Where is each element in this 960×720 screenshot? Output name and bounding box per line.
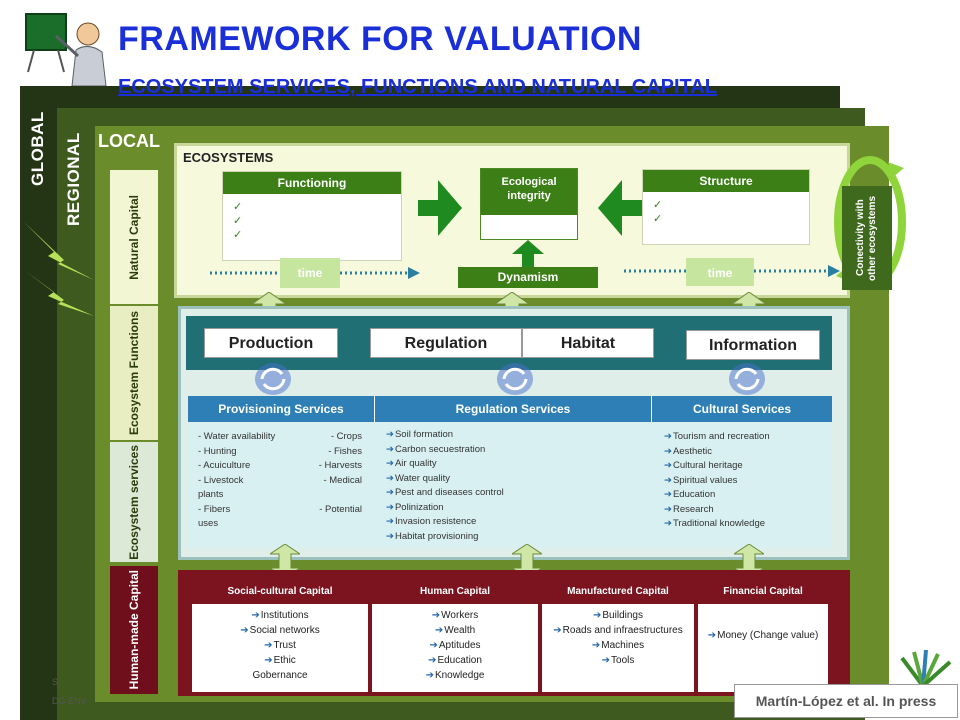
function-habitat: Habitat bbox=[522, 328, 654, 358]
list-item: ➔Invasion resistence bbox=[386, 516, 477, 527]
list-item: ➔Water quality bbox=[386, 472, 451, 484]
list-item: - Water availability- Crops bbox=[198, 431, 362, 442]
list-item: - Fibers- Potential bbox=[198, 503, 362, 515]
list-item: ➔Spiritual values bbox=[664, 474, 738, 486]
check-icon: ✓ bbox=[233, 229, 243, 241]
list-item: Gobernance bbox=[252, 670, 308, 681]
page-title: FRAMEWORK FOR VALUATION bbox=[118, 20, 642, 58]
list-item: ➔Tools bbox=[601, 655, 635, 666]
manufactured-capital-title: Manufactured Capital bbox=[542, 582, 694, 604]
dynamism-bar: Dynamism bbox=[458, 267, 598, 288]
list-item: ➔Knowledge bbox=[425, 670, 485, 681]
list-item: ➔Wealth bbox=[434, 625, 476, 636]
list-item: ➔Ethic bbox=[264, 655, 296, 666]
list-item: ➔Buildings bbox=[593, 610, 643, 621]
manufactured-capital-card: Manufactured Capital ➔Buildings ➔Roads a… bbox=[542, 582, 694, 692]
time-arrow-right bbox=[624, 265, 840, 277]
list-item: ➔Aptitudes bbox=[429, 640, 481, 651]
connectivity-label: Conectivity with other ecosystems bbox=[842, 186, 892, 290]
check-icon: ✓ bbox=[233, 201, 243, 213]
dynamism-up-arrow bbox=[512, 240, 544, 270]
cycle-icon bbox=[729, 363, 765, 395]
list-item: ➔Education bbox=[428, 655, 482, 666]
social-cultural-capital-card: Social-cultural Capital ➔Institutions ➔S… bbox=[192, 582, 368, 692]
provisioning-services-header: Provisioning Services bbox=[188, 396, 374, 422]
list-item: ➔Cultural heritage bbox=[664, 460, 743, 471]
list-item: ➔Carbon secuestration bbox=[386, 443, 486, 455]
row-label-ecosystem-functions: Ecosystem Functions bbox=[110, 306, 158, 440]
human-capital-title: Human Capital bbox=[372, 582, 538, 604]
cycle-icon bbox=[255, 363, 291, 395]
footer-source: DG ENV bbox=[52, 696, 87, 706]
function-regulation: Regulation bbox=[370, 328, 522, 358]
citation: Martín-López et al. In press bbox=[734, 684, 958, 718]
list-item: ➔Social networks bbox=[240, 625, 320, 636]
regulation-services-list: ➔Soil formation ➔Carbon secuestration ➔A… bbox=[374, 422, 652, 548]
ecological-integrity-card: Ecological integrity bbox=[480, 168, 578, 240]
global-label: GLOBAL bbox=[28, 111, 47, 186]
local-label: LOCAL bbox=[98, 131, 160, 151]
cultural-services-header: Cultural Services bbox=[652, 396, 832, 422]
provisioning-services-list: - Water availability- Crops - Hunting- F… bbox=[188, 422, 374, 548]
ecosystems-label: ECOSYSTEMS bbox=[183, 150, 274, 165]
human-capital-list: ➔Workers ➔Wealth ➔Aptitudes ➔Education ➔… bbox=[372, 604, 538, 692]
financial-capital-card: Financial Capital ➔Money (Change value) bbox=[698, 582, 828, 692]
time-label-left: time bbox=[280, 258, 340, 288]
financial-capital-title: Financial Capital bbox=[698, 582, 828, 604]
check-icon: ✓ bbox=[653, 199, 663, 211]
list-item: ➔Money (Change value) bbox=[707, 630, 819, 641]
manufactured-capital-list: ➔Buildings ➔Roads and infraestructures ➔… bbox=[542, 604, 694, 692]
list-item: ➔Polinization bbox=[386, 501, 444, 513]
list-item: ➔Pest and diseases control bbox=[386, 487, 504, 498]
check-icon: ✓ bbox=[653, 213, 663, 225]
footer-text: S bbox=[52, 677, 59, 687]
presenter-clipart bbox=[25, 13, 107, 87]
structure-card: Structure ✓ ✓ bbox=[642, 169, 810, 245]
list-item: ➔Aesthetic bbox=[664, 445, 713, 457]
page-subtitle: ECOSYSTEM SERVICES, FUNCTIONS AND NATURA… bbox=[118, 76, 717, 98]
list-item: ➔Institutions bbox=[251, 610, 309, 621]
row-label-ecosystem-services: Ecosystem services bbox=[110, 442, 158, 562]
list-item: ➔Education bbox=[664, 489, 716, 500]
double-arrow-services-capital bbox=[734, 544, 764, 578]
function-production: Production bbox=[204, 328, 338, 358]
double-arrow-services-capital bbox=[512, 544, 542, 578]
regulation-services-header: Regulation Services bbox=[374, 396, 652, 422]
social-cultural-capital-title: Social-cultural Capital bbox=[192, 582, 368, 604]
cultural-services-list: ➔Tourism and recreation ➔Aesthetic ➔Cult… bbox=[652, 422, 832, 548]
ecological-integrity-title: Ecological integrity bbox=[481, 169, 577, 215]
check-icon: ✓ bbox=[233, 215, 243, 227]
list-item: ➔Trust bbox=[264, 640, 296, 651]
functioning-title: Functioning bbox=[223, 172, 401, 194]
list-item: - Acuiculture- Harvests bbox=[198, 460, 362, 471]
structure-to-integrity-arrow bbox=[598, 180, 642, 236]
list-item: - Hunting- Fishes bbox=[198, 445, 362, 457]
function-information: Information bbox=[686, 330, 820, 360]
cycle-icon bbox=[497, 363, 533, 395]
time-label-right: time bbox=[686, 258, 754, 286]
list-item: ➔Habitat provisioning bbox=[386, 530, 479, 542]
functioning-to-integrity-arrow bbox=[418, 180, 462, 236]
list-item: ➔Workers bbox=[431, 610, 479, 621]
list-item: ➔Research bbox=[664, 503, 714, 515]
row-label-natural-capital: Natural Capital bbox=[110, 170, 158, 304]
list-item: ➔Tourism and recreation bbox=[664, 431, 770, 442]
row-label-human-made-capital: Human-made Capital bbox=[110, 566, 158, 694]
list-item: ➔Soil formation bbox=[386, 429, 454, 440]
double-arrow-services-capital bbox=[270, 544, 300, 578]
list-item: ➔Roads and infraestructures bbox=[553, 625, 683, 636]
list-item: - Livestock- Medical bbox=[198, 474, 362, 486]
human-capital-card: Human Capital ➔Workers ➔Wealth ➔Aptitude… bbox=[372, 582, 538, 692]
scale-arrows bbox=[24, 222, 94, 316]
list-item: ➔Traditional knowledge bbox=[664, 518, 766, 529]
social-cultural-capital-list: ➔Institutions ➔Social networks ➔Trust ➔E… bbox=[192, 604, 368, 692]
list-item: uses bbox=[198, 518, 219, 529]
list-item: plants bbox=[198, 489, 224, 500]
list-item: ➔Air quality bbox=[386, 458, 437, 469]
organization-logo bbox=[900, 649, 952, 688]
financial-capital-list: ➔Money (Change value) bbox=[698, 604, 828, 692]
functioning-card: Functioning ✓ ✓ ✓ bbox=[222, 171, 402, 261]
list-item: ➔Machines bbox=[591, 640, 645, 651]
structure-title: Structure bbox=[643, 170, 809, 192]
